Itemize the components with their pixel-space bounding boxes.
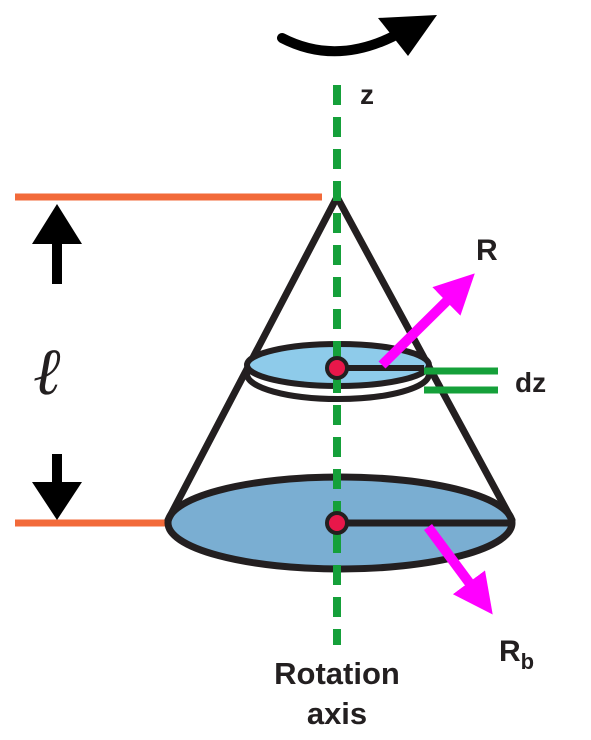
radius-label: R — [476, 234, 498, 267]
dz-label: dz — [515, 367, 546, 398]
base-center-dot — [325, 511, 349, 535]
z-axis-label: z — [360, 79, 374, 110]
rotation-axis-label-line1: Rotation — [274, 656, 400, 691]
base-normal-arrow — [423, 524, 493, 615]
rotation-axis-label-line2: axis — [307, 696, 367, 731]
length-label: ℓ — [33, 333, 61, 410]
rotation-arrow-icon — [277, 15, 437, 57]
arrow-down-icon — [32, 454, 82, 520]
slice-center-dot — [325, 356, 349, 380]
base-radius-label: Rb — [499, 635, 534, 674]
slice-normal-arrow — [378, 273, 475, 369]
dz-bracket — [424, 367, 498, 394]
arrow-up-icon — [32, 204, 82, 284]
